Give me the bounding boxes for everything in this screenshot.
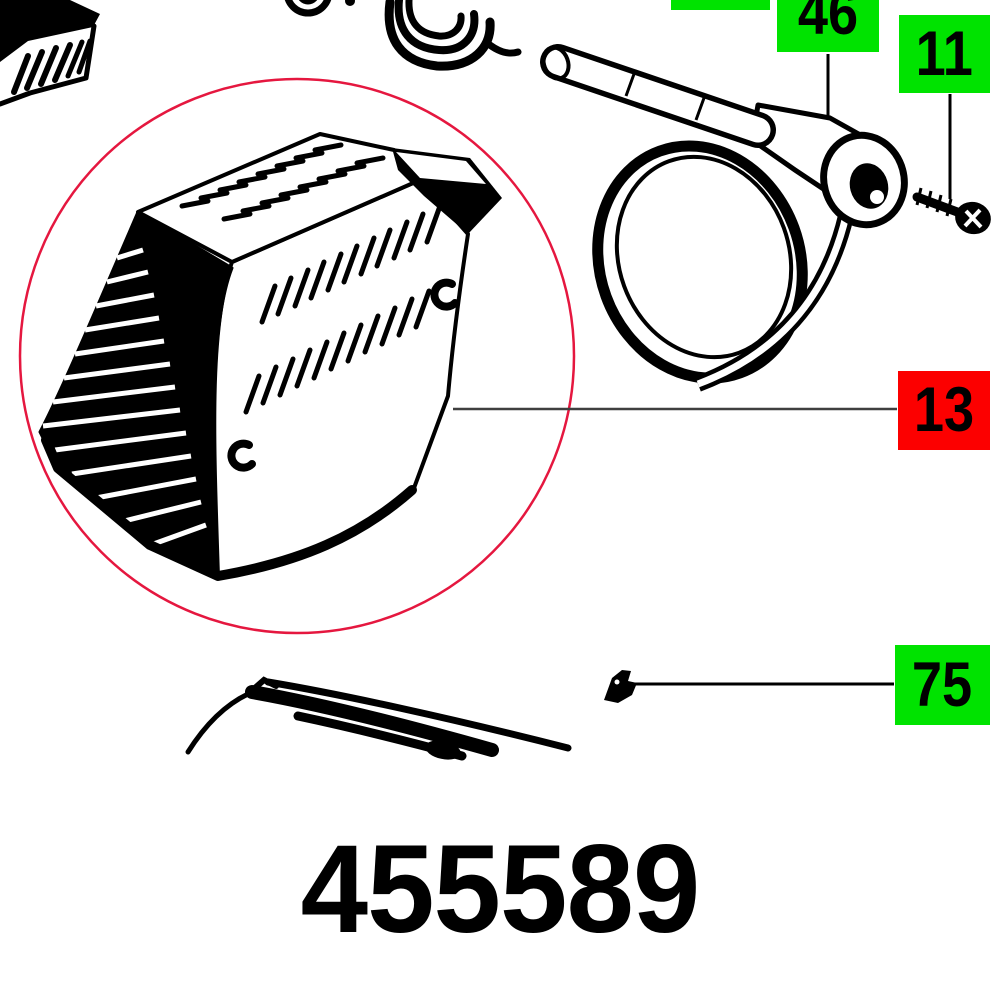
callout-label: 75 <box>912 649 973 720</box>
chip-guard-drawing <box>38 132 502 581</box>
top-left-part-drawing <box>0 0 100 107</box>
callout-11[interactable]: 11 <box>899 15 990 93</box>
highlight-circle <box>18 77 576 635</box>
part-number-text: 455589 <box>300 820 701 959</box>
callout-top-partial[interactable] <box>671 0 770 10</box>
callout-label: 46 <box>797 0 859 48</box>
callout-46[interactable]: 46 <box>777 0 879 52</box>
spring-drawing <box>384 0 522 71</box>
washer-drawing <box>284 0 355 17</box>
clamp-arm-drawing <box>540 44 908 392</box>
base-part-drawing <box>185 676 572 761</box>
callout-13-highlighted[interactable]: 13 <box>898 371 990 450</box>
screw-75-drawing <box>604 670 637 703</box>
callout-75[interactable]: 75 <box>895 645 990 725</box>
screw-11-drawing <box>912 187 991 235</box>
callout-label: 13 <box>913 375 975 445</box>
callout-label: 11 <box>915 18 974 89</box>
